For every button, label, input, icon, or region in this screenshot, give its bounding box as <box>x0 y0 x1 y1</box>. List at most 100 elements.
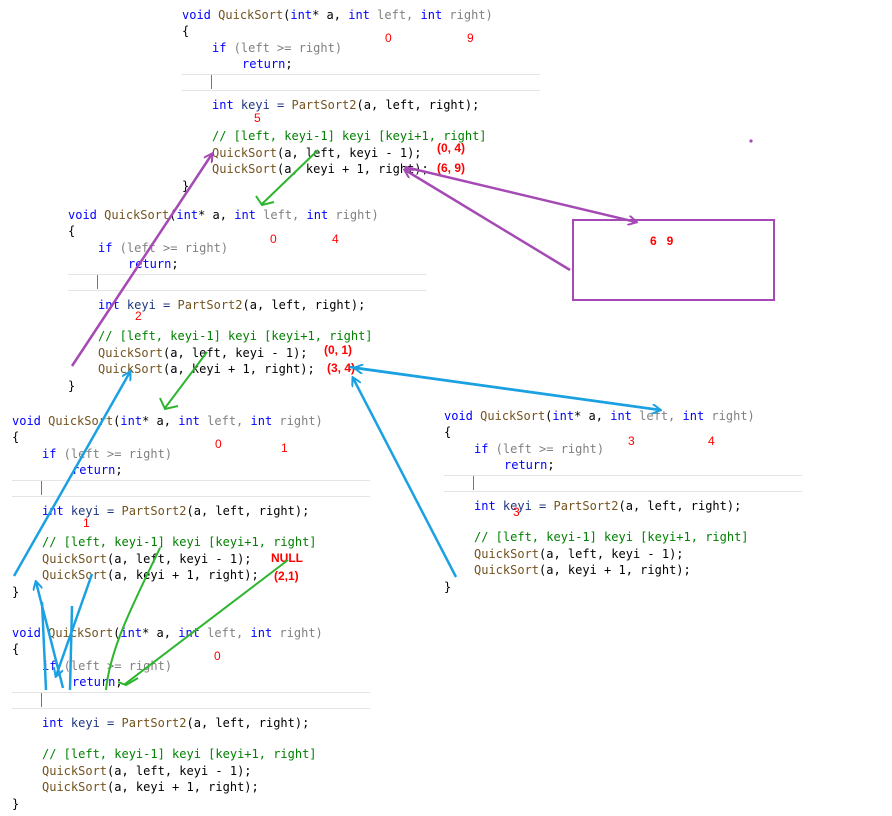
b4-right-value: 4 <box>708 434 715 448</box>
b2-left-value: 0 <box>270 232 277 246</box>
comment-line: // [left, keyi-1] keyi [keyi+1, right] <box>474 529 749 545</box>
b1-range-right: (6, 9) <box>437 161 466 175</box>
if-condition: (left >= right) <box>488 441 605 456</box>
keyi-decl: keyi = <box>63 504 122 519</box>
param-a: * a, <box>312 8 341 22</box>
b2-right-value: 4 <box>332 232 339 246</box>
b3-right-value: 1 <box>281 441 288 455</box>
left-call-args: (a, left, keyi - 1); <box>107 551 252 566</box>
open-brace: { <box>12 642 20 657</box>
close-brace: } <box>12 796 20 811</box>
int-keyword: int <box>42 716 64 731</box>
param-left: left, <box>199 626 244 640</box>
signature-line: void QuickSort(int* a, int left, int rig… <box>444 408 755 424</box>
param-a: * a, <box>142 626 171 640</box>
right-call-line: QuickSort(a, keyi + 1, right); <box>42 567 259 583</box>
param-right: right) <box>442 8 493 22</box>
close-brace-line: } <box>68 378 75 394</box>
partsort-args: (a, left, right); <box>186 716 310 731</box>
void-keyword: void <box>68 208 97 222</box>
keyi-line: int keyi = PartSort2(a, left, right); <box>42 715 309 731</box>
signature-line: void QuickSort(int* a, int left, int rig… <box>12 625 323 641</box>
if-line: if (left >= right) <box>42 658 172 674</box>
int-keyword: int <box>178 414 200 428</box>
range-comment: // [left, keyi-1] keyi [keyi+1, right] <box>98 329 373 344</box>
semicolon: ; <box>115 675 123 690</box>
return-keyword: return <box>242 57 286 72</box>
open-brace: { <box>68 224 76 239</box>
separator <box>12 496 370 498</box>
text-cursor <box>211 74 212 89</box>
close-brace-line: } <box>182 178 189 194</box>
text-cursor <box>473 475 474 490</box>
partsort-call: PartSort2 <box>291 98 357 113</box>
if-keyword: if <box>42 658 57 673</box>
b3-keyi-value: 1 <box>83 516 90 530</box>
keyi-decl: keyi = <box>495 499 554 514</box>
paren: ( <box>545 409 553 423</box>
return-line: return; <box>128 256 179 272</box>
param-left: left, <box>255 208 300 222</box>
return-keyword: return <box>72 675 116 690</box>
quicksort-call: QuickSort <box>42 763 108 778</box>
comment-line: // [left, keyi-1] keyi [keyi+1, right] <box>42 746 317 762</box>
b1-left-value: 0 <box>385 31 392 45</box>
right-call-args: (a, keyi + 1, right); <box>163 362 315 377</box>
partsort-args: (a, left, right); <box>618 499 742 514</box>
signature-line: void QuickSort(int* a, int left, int rig… <box>68 207 379 223</box>
int-keyword: int <box>250 414 273 428</box>
int-keyword: int <box>290 8 313 22</box>
if-line: if (left >= right) <box>42 446 172 462</box>
function-name: QuickSort <box>480 409 546 423</box>
close-brace: } <box>444 579 452 594</box>
int-keyword: int <box>178 626 200 640</box>
param-right: right) <box>272 626 323 640</box>
if-condition: (left >= right) <box>56 446 173 461</box>
left-call-args: (a, left, keyi - 1); <box>277 145 422 160</box>
text-cursor <box>41 692 42 707</box>
open-brace: { <box>444 425 452 440</box>
comment-line: // [left, keyi-1] keyi [keyi+1, right] <box>98 328 373 344</box>
void-keyword: void <box>182 8 211 22</box>
open-brace: { <box>182 24 190 39</box>
quicksort-call: QuickSort <box>42 780 108 795</box>
return-keyword: return <box>72 463 116 478</box>
partsort-args: (a, left, right); <box>242 298 366 313</box>
if-keyword: if <box>42 446 57 461</box>
left-call-args: (a, left, keyi - 1); <box>107 763 252 778</box>
right-call-args: (a, keyi + 1, right); <box>277 162 429 177</box>
void-keyword: void <box>12 414 41 428</box>
green-arrow-b2-hook <box>159 397 179 411</box>
keyi-line: int keyi = PartSort2(a, left, right); <box>474 498 741 514</box>
b3-null-label: NULL <box>271 551 303 565</box>
separator <box>68 273 426 276</box>
if-condition: (left >= right) <box>56 658 173 673</box>
quicksort-block-5: void QuickSort(int* a, int left, int rig… <box>12 625 412 811</box>
purple-dot <box>749 139 753 143</box>
quicksort-call: QuickSort <box>474 546 540 561</box>
separator <box>444 491 802 493</box>
param-left: left, <box>369 8 414 22</box>
green-arrow-b1-hook <box>255 195 275 207</box>
left-call-args: (a, left, keyi - 1); <box>163 345 308 360</box>
right-call-args: (a, keyi + 1, right); <box>107 780 259 795</box>
signature-line: void QuickSort(int* a, int left, int rig… <box>12 413 323 429</box>
separator <box>12 708 370 710</box>
param-left: left, <box>199 414 244 428</box>
text-cursor <box>97 274 98 289</box>
b1-keyi-value: 5 <box>254 111 261 125</box>
b3-range-right: (2,1) <box>274 569 299 583</box>
close-brace: } <box>12 584 20 599</box>
keyi-line: int keyi = PartSort2(a, left, right); <box>212 97 479 113</box>
separator <box>182 73 540 76</box>
int-keyword: int <box>120 414 143 428</box>
keyi-decl: keyi = <box>63 716 122 731</box>
quicksort-call: QuickSort <box>212 145 278 160</box>
signature-line: void QuickSort(int* a, int left, int rig… <box>182 7 493 23</box>
if-line: if (left >= right) <box>98 240 228 256</box>
partsort-args: (a, left, right); <box>356 98 480 113</box>
if-line: if (left >= right) <box>474 441 604 457</box>
keyi-decl: keyi = <box>233 98 292 113</box>
quicksort-block-3: void QuickSort(int* a, int left, int rig… <box>12 413 412 599</box>
return-line: return; <box>504 457 555 473</box>
